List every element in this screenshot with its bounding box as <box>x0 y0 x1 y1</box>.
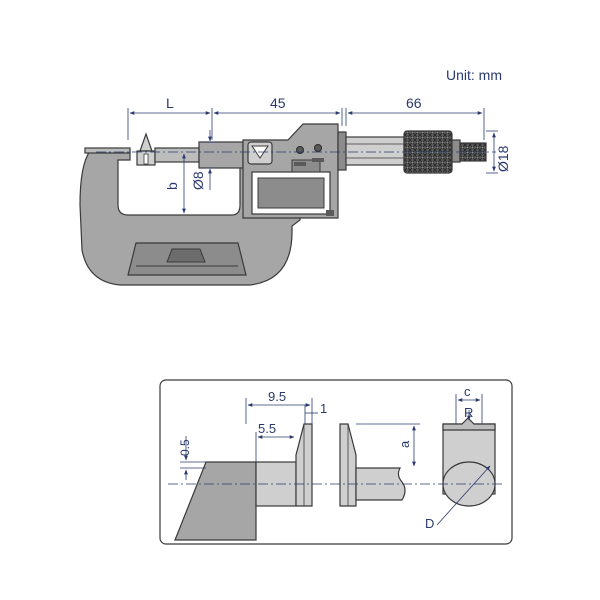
barrel <box>345 136 405 166</box>
dim-label-D: D <box>425 516 434 531</box>
anvil-blade <box>139 132 153 152</box>
dim-label-R: R <box>464 405 473 420</box>
frame-nameplate-inner <box>166 248 206 263</box>
micrometer-top-view <box>79 123 496 286</box>
barrel-ticks <box>346 143 404 159</box>
top-view-dimensions: L 45 66 b Ø8 Ø18 <box>127 95 511 214</box>
detail-view <box>168 417 504 541</box>
button-1 <box>296 146 304 154</box>
dim-line-D <box>436 465 491 526</box>
anvil-slot <box>143 153 149 165</box>
dim-label-5-5: 5.5 <box>258 421 276 436</box>
dim-label-L: L <box>166 95 174 111</box>
dim-label-d18: Ø18 <box>495 145 511 172</box>
display-right-btn <box>326 210 334 216</box>
barrel-collar <box>337 131 347 171</box>
dim-label-66: 66 <box>406 95 422 111</box>
thimble-ring <box>451 139 461 163</box>
dim-label-9-5: 9.5 <box>268 389 286 404</box>
dim-label-a: a <box>397 440 412 448</box>
button-tab-2 <box>312 158 324 162</box>
dim-label-1: 1 <box>320 401 327 416</box>
button-tab-1 <box>294 162 306 166</box>
unit-label: Unit: mm <box>446 67 502 83</box>
spindle <box>154 147 200 163</box>
detail-end-top <box>442 417 496 431</box>
spindle-sleeve <box>198 141 244 169</box>
dim-label-0-5: 0.5 <box>178 439 192 456</box>
frame-top-strip <box>84 147 131 154</box>
detail-dimensions: 9.5 1 5.5 0.5 a c R D <box>178 384 491 531</box>
dim-label-d8: Ø8 <box>190 171 206 190</box>
button-2 <box>314 144 322 152</box>
display-screen-inner <box>257 177 325 209</box>
dim-label-45: 45 <box>270 95 286 111</box>
dim-label-b: b <box>164 182 180 190</box>
dim-label-c: c <box>464 384 471 399</box>
